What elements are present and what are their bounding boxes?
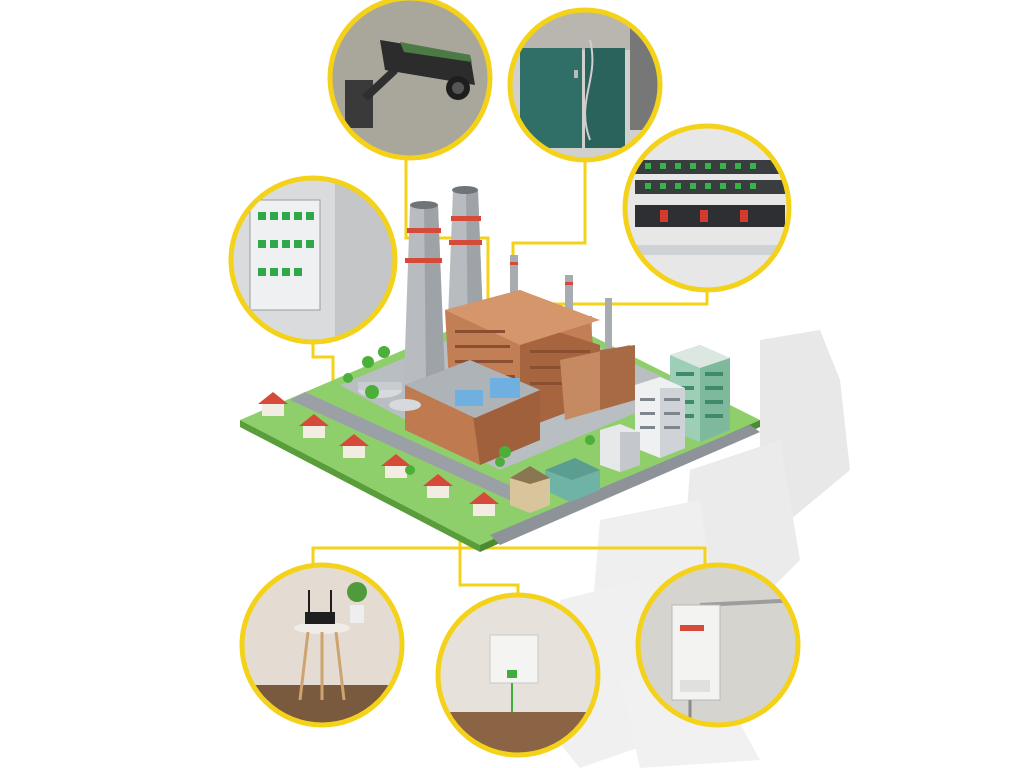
wifi-router-icon <box>305 590 335 624</box>
fiber-patch-panel-rack-icon <box>635 160 785 255</box>
side-table-icon <box>294 622 350 701</box>
plant-pot-icon <box>347 582 367 623</box>
house-icon <box>414 474 459 510</box>
connector-patch-box <box>311 342 335 395</box>
house-icon <box>372 454 417 490</box>
wifi-router-node <box>239 562 405 728</box>
house-icon <box>290 414 335 450</box>
optical-socket-node <box>435 592 601 758</box>
server-cabinet-node <box>507 7 663 163</box>
fiber-rack-node <box>622 123 792 293</box>
house-icon <box>460 492 505 530</box>
industrial-plant-icon <box>240 186 760 552</box>
house-icon <box>330 434 375 470</box>
house-icon <box>250 392 295 430</box>
fiber-distribution-box-icon <box>249 199 321 311</box>
cctv-camera-node <box>327 0 493 161</box>
tree-icons <box>343 346 595 475</box>
splice-closure-node <box>635 562 801 728</box>
house-row <box>250 392 505 530</box>
connector-cctv <box>404 158 490 325</box>
cctv-camera-icon <box>380 40 475 100</box>
office-building-icon <box>635 377 685 458</box>
wall-splice-closure-icon <box>671 604 721 701</box>
optical-wall-socket-icon <box>489 634 539 684</box>
fiber-distribution-node <box>228 175 398 345</box>
chimney-icon <box>404 201 445 380</box>
